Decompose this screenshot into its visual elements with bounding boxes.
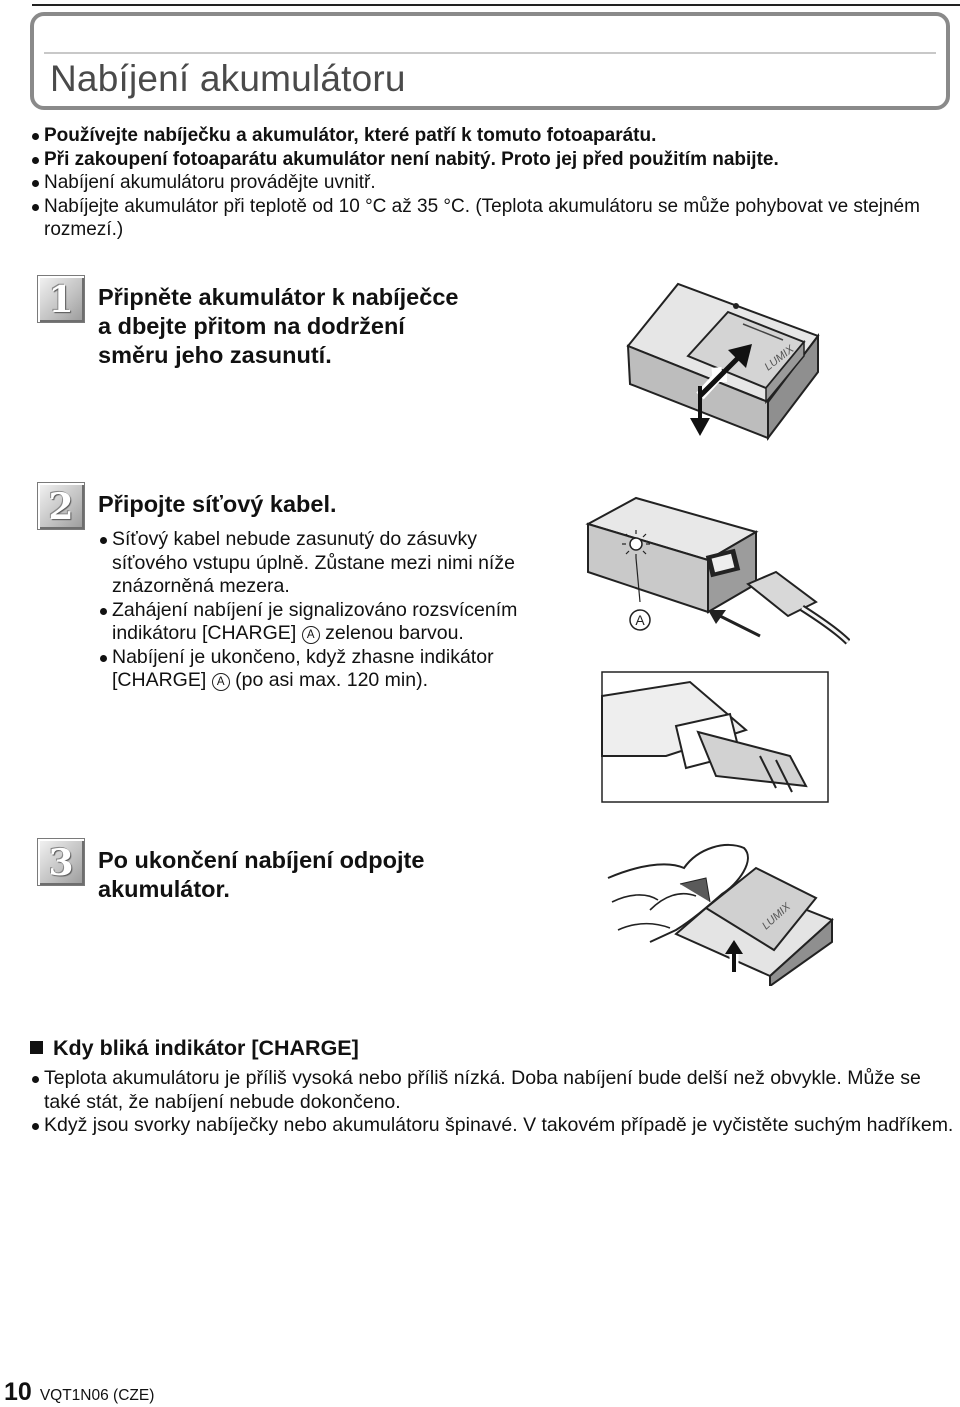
- figure-marker-a: A: [635, 612, 645, 628]
- marker-a-badge: A: [301, 626, 320, 644]
- step-3-number: 3: [37, 838, 85, 886]
- charge-bullet-list: Teplota akumulátoru je příliš vysoká neb…: [30, 1067, 955, 1138]
- page-number: 10: [4, 1378, 32, 1406]
- intro-bullet: Používejte nabíječku a akumulátor, které…: [30, 124, 940, 148]
- step-2-bullet-text: Nabíjení je ukončeno, když zhasne indiká…: [112, 645, 494, 692]
- step-3-remove-figure: LUMIX: [607, 843, 834, 986]
- page-footer: 10 VQT1N06 (CZE): [4, 1378, 154, 1407]
- square-bullet-icon: [30, 1041, 43, 1054]
- step-2-cable-figure: A: [585, 496, 850, 803]
- marker-a-badge: A: [211, 673, 230, 691]
- top-rule: [32, 4, 960, 6]
- step-2-bullet: Síťový kabel nebude zasunutý do zásuvky …: [98, 528, 518, 599]
- charge-bullet: Teplota akumulátoru je příliš vysoká neb…: [30, 1067, 955, 1114]
- page-title: Nabíjení akumulátoru: [50, 58, 406, 99]
- step-2-number: 2: [37, 482, 85, 530]
- intro-bullet: Při zakoupení fotoaparátu akumulátor nen…: [30, 148, 940, 172]
- step-1-number: 1: [37, 275, 85, 323]
- step-1-charger-figure: LUMIX: [626, 282, 820, 441]
- step-2-bullet-text: (po asi max. 120 min).: [229, 669, 429, 691]
- step-2-bullet: Zahájení nabíjení je signalizováno rozsv…: [98, 599, 518, 646]
- document-code: VQT1N06 (CZE): [39, 1387, 155, 1404]
- title-frame: [30, 12, 950, 110]
- intro-bullet: Nabíjení akumulátoru provádějte uvnitř.: [30, 171, 940, 195]
- step-3-title: Po ukončení nabíjení odpojte akumulátor.: [98, 847, 425, 902]
- charge-bullet: Když jsou svorky nabíječky nebo akumulát…: [30, 1114, 955, 1138]
- step-2-bullet-text: Zahájení nabíjení je signalizováno rozsv…: [112, 598, 518, 645]
- step-1-title: Připněte akumulátor k nabíječce a dbejte…: [98, 284, 459, 368]
- charge-section-heading-text: Kdy bliká indikátor [CHARGE]: [53, 1036, 359, 1060]
- step-2-bullet: Nabíjení je ukončeno, když zhasne indiká…: [98, 646, 518, 693]
- step-2-title: Připojte síťový kabel.: [98, 491, 337, 517]
- intro-bullet-list: Používejte nabíječku a akumulátor, které…: [30, 124, 940, 242]
- charge-section-heading: Kdy bliká indikátor [CHARGE]: [30, 1036, 359, 1061]
- intro-bullet: Nabíjejte akumulátor při teplotě od 10 °…: [30, 195, 940, 242]
- title-frame-inner: [44, 52, 936, 98]
- step-2-bullet-text: zelenou barvou.: [319, 622, 464, 644]
- step-2-bullet-list: Síťový kabel nebude zasunutý do zásuvky …: [98, 528, 518, 693]
